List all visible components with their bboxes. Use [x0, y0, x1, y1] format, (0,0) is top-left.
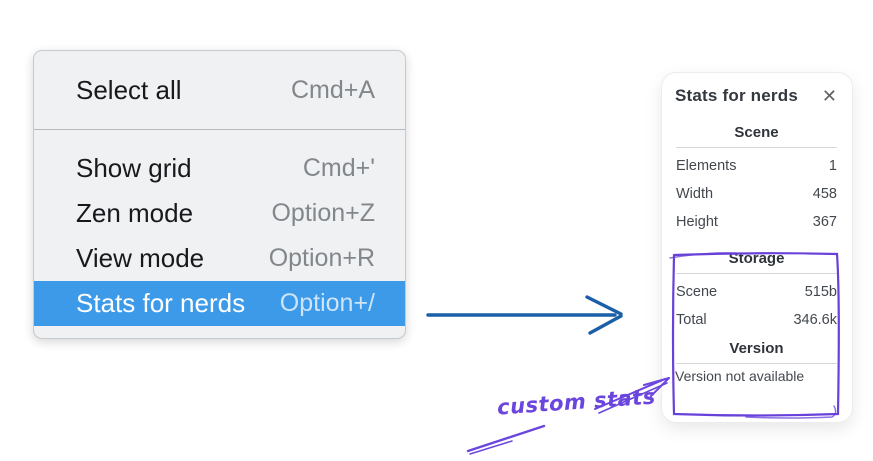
menu-item-shortcut: Option+/: [279, 289, 375, 317]
menu-item-label: Select all: [76, 74, 182, 105]
stat-value: 515b: [804, 284, 837, 300]
section-divider: [676, 273, 837, 274]
stat-label: Total: [676, 312, 707, 328]
stat-label: Height: [676, 214, 718, 230]
menu-group: Show grid Cmd+' Zen mode Option+Z View m…: [34, 130, 405, 338]
menu-item-shortcut: Cmd+': [302, 154, 375, 182]
arrow-right-icon: [426, 295, 623, 335]
menu-item-stats-for-nerds[interactable]: Stats for nerds Option+/: [34, 281, 405, 326]
section-header: Version: [729, 340, 784, 357]
section-storage: Storage Scene 515b Total 346.6k: [675, 250, 838, 334]
menu-item-select-all[interactable]: Select all Cmd+A: [34, 51, 405, 129]
stat-value: 346.6k: [793, 312, 837, 328]
section-divider: [676, 363, 837, 364]
stat-value: 1: [828, 158, 837, 174]
menu-item-shortcut: Cmd+A: [290, 75, 375, 104]
menu-item-shortcut: Option+R: [268, 244, 375, 272]
section-scene: Scene Elements 1 Width 458 Height 367: [675, 124, 838, 236]
section-divider: [676, 147, 837, 148]
menu-item-shortcut: Option+Z: [271, 199, 375, 227]
menu-item-view-mode[interactable]: View mode Option+R: [34, 236, 405, 281]
stat-row-width: Width 458: [675, 180, 838, 208]
stat-label: Width: [676, 186, 714, 202]
menu-item-zen-mode[interactable]: Zen mode Option+Z: [34, 191, 405, 236]
annotation-label: custom stats: [496, 384, 657, 420]
stat-row-total-size: Total 346.6k: [675, 306, 838, 334]
stat-label: Scene: [676, 284, 718, 300]
stat-value: 367: [812, 214, 837, 230]
stat-row-height: Height 367: [675, 208, 838, 236]
custom-stats-zone: Storage Scene 515b Total 346.6k Version …: [675, 242, 838, 384]
stats-panel: Stats for nerds ✕ Scene Elements 1 Width…: [662, 73, 852, 422]
menu-item-label: View mode: [76, 243, 205, 273]
menu-item-label: Zen mode: [76, 198, 194, 228]
stat-row-elements: Elements 1: [675, 152, 838, 180]
annotation-stroke-icon: [466, 424, 546, 455]
section-header: Storage: [728, 250, 785, 267]
section-header: Scene: [734, 124, 779, 141]
menu-divider: [34, 129, 405, 130]
context-menu: Select all Cmd+A Show grid Cmd+' Zen mod…: [33, 50, 406, 339]
version-note: Version not available: [675, 368, 805, 384]
stat-value: 458: [812, 186, 837, 202]
stats-panel-header: Stats for nerds ✕: [675, 85, 838, 107]
panel-title: Stats for nerds: [675, 86, 798, 105]
menu-item-show-grid[interactable]: Show grid Cmd+': [34, 146, 405, 191]
close-icon[interactable]: ✕: [821, 86, 837, 106]
menu-item-label: Show grid: [76, 153, 192, 183]
stat-row-scene-size: Scene 515b: [675, 278, 838, 306]
menu-item-label: Stats for nerds: [76, 288, 246, 318]
section-version: Version Version not available: [675, 340, 838, 384]
stat-label: Elements: [676, 158, 737, 174]
